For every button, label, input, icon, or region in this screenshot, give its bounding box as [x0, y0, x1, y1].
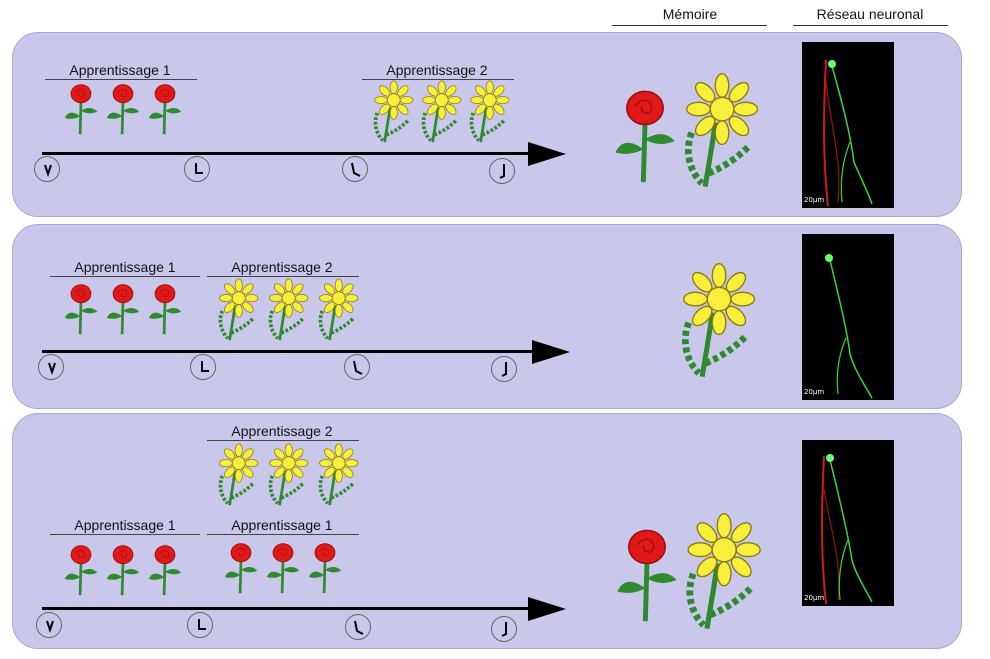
- clock-icon: [491, 616, 517, 642]
- daisy-icon: [463, 80, 511, 144]
- learning-2-label: Apprentissage 2: [386, 62, 488, 78]
- clock-icon: [345, 614, 371, 640]
- clock-icon: [34, 156, 60, 182]
- rose-icon: [63, 540, 99, 600]
- learning-1-label: Apprentissage 1: [74, 259, 176, 275]
- clock-icon: [184, 156, 210, 182]
- scale-bar-label: 20µm: [804, 594, 825, 602]
- rose-icon: [307, 538, 343, 598]
- clock-icon: [38, 354, 64, 380]
- rose-icon: [612, 82, 678, 190]
- clock-icon: [489, 158, 515, 184]
- rose-icon: [265, 538, 301, 598]
- daisy-icon: [415, 80, 463, 144]
- daisy-icon: [262, 278, 310, 342]
- time-axis-arrowhead: [528, 142, 566, 166]
- daisy-icon: [367, 80, 415, 144]
- rose-icon: [63, 80, 99, 138]
- clock-icon: [190, 354, 216, 380]
- daisy-icon: [262, 443, 310, 507]
- scale-bar-label: 20µm: [804, 388, 825, 396]
- learning-2-label: Apprentissage 2: [231, 423, 333, 439]
- time-axis: [42, 152, 530, 155]
- learning-2-label: Apprentissage 2: [231, 259, 333, 275]
- memory-header-rule: [612, 25, 767, 26]
- daisy-icon: [212, 443, 260, 507]
- rose-icon: [105, 280, 141, 338]
- time-axis: [42, 607, 530, 610]
- learning-2-underline: [362, 79, 514, 80]
- clock-icon: [342, 156, 368, 182]
- learning-1-underline: [45, 79, 197, 80]
- daisy-icon: [312, 278, 360, 342]
- daisy-icon: [668, 262, 760, 380]
- rose-icon: [147, 280, 183, 338]
- memory-header: Mémoire: [662, 6, 718, 22]
- clock-icon: [491, 356, 517, 382]
- learning-1-label: Apprentissage 1: [69, 62, 171, 78]
- neuron-image: 20µm: [802, 440, 894, 606]
- rose-icon: [105, 80, 141, 138]
- network-header: Réseau neuronal: [816, 6, 924, 22]
- learning-2-underline: [207, 440, 359, 441]
- neuron-image: 20µm: [802, 42, 894, 208]
- clock-icon: [344, 354, 370, 380]
- rose-icon: [147, 540, 183, 600]
- rose-icon: [147, 80, 183, 138]
- learning-1-label: Apprentissage 1: [74, 517, 176, 533]
- learning-1-label: Apprentissage 1: [231, 517, 333, 533]
- learning-2-underline: [207, 276, 359, 277]
- scale-bar-label: 20µm: [804, 196, 825, 204]
- daisy-icon: [672, 72, 762, 190]
- rose-icon: [223, 538, 259, 598]
- time-axis-arrowhead: [528, 597, 566, 621]
- time-axis: [42, 350, 534, 353]
- clock-icon: [36, 612, 62, 638]
- learning-1-underline: [50, 534, 200, 535]
- rose-icon: [105, 540, 141, 600]
- clock-icon: [187, 612, 213, 638]
- daisy-icon: [674, 512, 764, 632]
- learning-1-underline: [207, 534, 359, 535]
- daisy-icon: [212, 278, 260, 342]
- learning-1-underline: [50, 276, 200, 277]
- rose-icon: [614, 520, 680, 630]
- neuron-image: 20µm: [802, 234, 894, 400]
- daisy-icon: [312, 443, 360, 507]
- time-axis-arrowhead: [532, 340, 570, 364]
- network-header-rule: [793, 25, 948, 26]
- rose-icon: [63, 280, 99, 338]
